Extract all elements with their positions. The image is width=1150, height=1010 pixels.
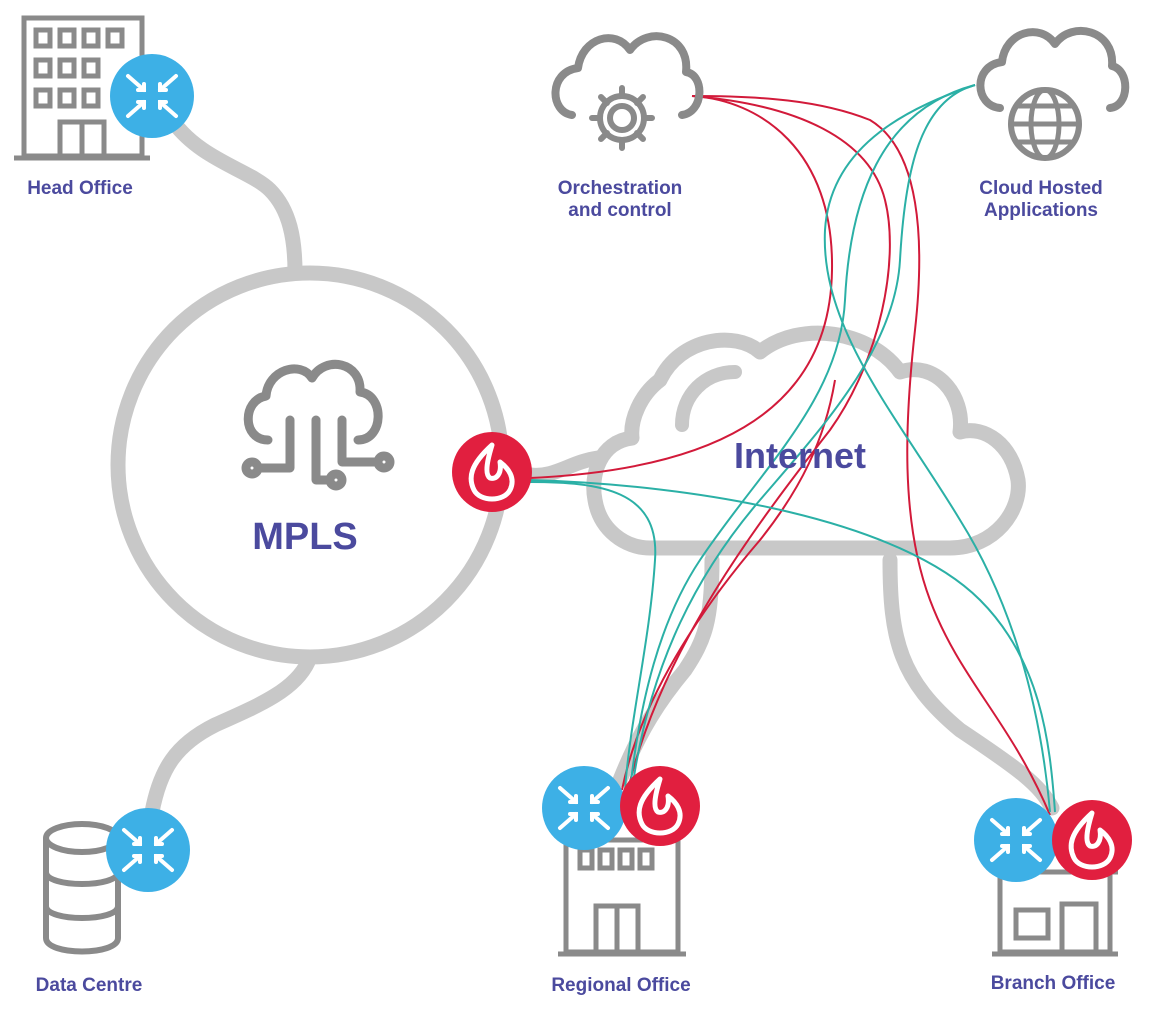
building-icon: [14, 15, 150, 161]
internet-branch-link: [882, 552, 1060, 816]
red-tunnel-firewall-orchestration: [529, 95, 834, 479]
orchestration-label: Orchestration and control: [557, 178, 683, 221]
router-icon: [106, 808, 190, 892]
internet-cloud-highlight: [675, 365, 742, 432]
router-icon: [974, 798, 1058, 882]
internet-label: Internet: [733, 435, 866, 476]
data-centre-label: Data Centre: [35, 975, 143, 996]
data-centre-mpls-link: [144, 654, 316, 820]
mpls-internet-link: [522, 450, 606, 483]
teal-tunnel-cloud-branch: [823, 84, 1051, 813]
internet-cloud: [586, 325, 1026, 556]
mpls-ring: [110, 265, 510, 665]
cloud-globe-icon: [976, 26, 1130, 161]
teal-tunnel-cloud-regional-2: [631, 84, 976, 791]
head-office-label: Head Office: [27, 178, 133, 199]
teal-tunnel-cloud-regional: [629, 84, 976, 791]
branch-office-label: Branch Office: [990, 973, 1116, 994]
teal-tunnel-firewall-regional: [529, 481, 657, 791]
router-icon: [542, 766, 626, 850]
mpls-label: MPLS: [252, 516, 358, 558]
firewall-icon: [1052, 800, 1132, 880]
regional-office-label: Regional Office: [551, 975, 691, 996]
router-icon: [110, 54, 194, 138]
firewall-icon: [452, 432, 532, 512]
cloud-apps-label: Cloud Hosted Applications: [979, 178, 1103, 221]
teal-tunnel-firewall-branch: [529, 479, 1056, 813]
building-icon: [558, 837, 686, 957]
teal-tunnels: [529, 84, 1056, 813]
red-tunnel-branch-orchestration: [691, 95, 1051, 816]
cloud-network-icon: [241, 359, 395, 491]
firewall-icon: [620, 766, 700, 846]
store-icon: [992, 869, 1118, 957]
cloud-gear-icon: [551, 32, 704, 151]
head-office-mpls-link: [164, 112, 303, 280]
